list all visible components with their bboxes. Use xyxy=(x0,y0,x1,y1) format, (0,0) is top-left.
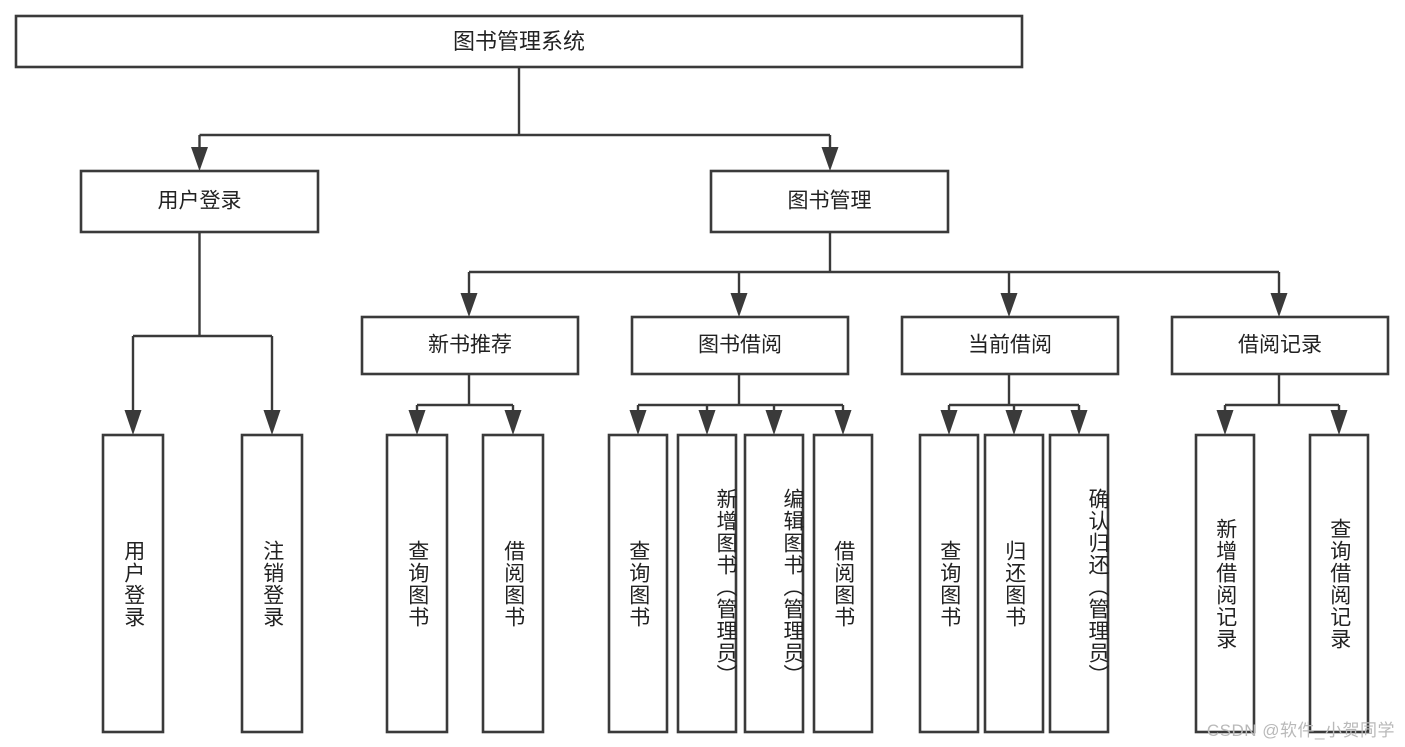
connector-group-new-book-rec xyxy=(408,374,522,435)
node-borrow-record[interactable]: 借阅记录 xyxy=(1170,315,1390,376)
arrow-head-leaf-borrow-book-1 xyxy=(504,410,522,435)
arrow-head-user-login xyxy=(191,147,208,171)
arrow-head-book-borrow xyxy=(730,293,748,317)
node-root[interactable]: 图书管理系统 xyxy=(14,14,1024,69)
node-new-book-rec[interactable]: 新书推荐 xyxy=(360,315,580,376)
arrow-head-leaf-query-book-1 xyxy=(408,410,426,435)
leaf-boxes-group xyxy=(101,433,1370,734)
node-book-manage-box[interactable] xyxy=(709,169,950,234)
leaf-borrow-book-2-box[interactable] xyxy=(812,433,874,734)
arrow-head-leaf-return-book xyxy=(1005,410,1023,435)
connector-group-user-login xyxy=(124,232,281,435)
node-current-borrow[interactable]: 当前借阅 xyxy=(900,315,1120,376)
leaf-confirm-return-box[interactable] xyxy=(1048,433,1110,734)
leaf-query-record-box[interactable] xyxy=(1308,433,1370,734)
connector-group-root xyxy=(191,67,839,171)
node-book-borrow[interactable]: 图书借阅 xyxy=(630,315,850,376)
node-book-borrow-label: 图书借阅 xyxy=(698,334,782,357)
arrow-head-new-book-rec xyxy=(460,293,478,317)
node-user-login-label: 用户登录 xyxy=(158,190,242,213)
arrow-head-leaf-confirm-return xyxy=(1070,410,1088,435)
connector-group-book-borrow xyxy=(629,374,852,435)
node-root-box[interactable] xyxy=(14,14,1024,69)
leaf-add-record-box[interactable] xyxy=(1194,433,1256,734)
arrow-head-book-manage xyxy=(821,147,839,171)
connector-group-borrow-record xyxy=(1216,374,1348,435)
arrow-head-leaf-add-record xyxy=(1216,410,1234,435)
arrow-head-borrow-record xyxy=(1270,293,1288,317)
node-borrow-record-label: 借阅记录 xyxy=(1238,334,1322,357)
connector-group-current-borrow xyxy=(940,374,1088,435)
leaf-query-book-2-box[interactable] xyxy=(607,433,669,734)
node-current-borrow-box[interactable] xyxy=(900,315,1120,376)
node-book-manage-label: 图书管理 xyxy=(788,190,872,213)
node-root-label: 图书管理系统 xyxy=(453,29,585,54)
leaf-add-book-box[interactable] xyxy=(676,433,738,734)
node-book-borrow-box[interactable] xyxy=(630,315,850,376)
leaf-borrow-book-1-box[interactable] xyxy=(481,433,545,734)
arrow-head-current-borrow xyxy=(1000,293,1018,317)
leaf-query-book-1-box[interactable] xyxy=(385,433,449,734)
node-borrow-record-box[interactable] xyxy=(1170,315,1390,376)
arrow-head-leaf-logout xyxy=(263,410,281,435)
arrow-head-leaf-user-login xyxy=(124,410,142,435)
arrow-head-leaf-add-book xyxy=(698,410,716,435)
arrow-head-leaf-query-book-2 xyxy=(629,410,647,435)
connector-group-book-manage xyxy=(460,232,1288,317)
node-user-login[interactable]: 用户登录 xyxy=(79,169,320,234)
leaf-user-login-box[interactable] xyxy=(101,433,165,734)
node-new-book-rec-label: 新书推荐 xyxy=(428,334,512,357)
arrow-head-leaf-query-book-3 xyxy=(940,410,958,435)
arrow-head-leaf-query-record xyxy=(1330,410,1348,435)
node-user-login-box[interactable] xyxy=(79,169,320,234)
node-book-manage[interactable]: 图书管理 xyxy=(709,169,950,234)
node-current-borrow-label: 当前借阅 xyxy=(968,334,1052,357)
arrow-head-leaf-borrow-book-2 xyxy=(834,410,852,435)
leaf-return-book-box[interactable] xyxy=(983,433,1045,734)
leaf-edit-book-box[interactable] xyxy=(743,433,805,734)
node-new-book-rec-box[interactable] xyxy=(360,315,580,376)
leaf-logout-box[interactable] xyxy=(240,433,304,734)
leaf-query-book-3-box[interactable] xyxy=(918,433,980,734)
arrow-head-leaf-edit-book xyxy=(765,410,783,435)
watermark-text: CSDN @软件_小贺同学 xyxy=(1206,721,1395,740)
